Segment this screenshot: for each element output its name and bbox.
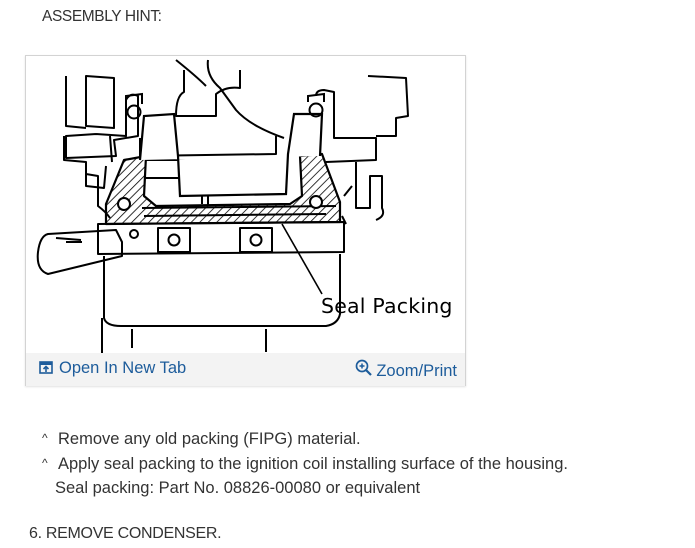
list-item: ^ Apply seal packing to the ignition coil… (42, 451, 568, 476)
seal-packing-diagram (36, 59, 409, 353)
zoom-print-label: Zoom/Print (376, 362, 457, 380)
list-item: ^ Remove any old packing (FIPG) material. (42, 426, 568, 451)
open-in-new-tab-link[interactable]: Open In New Tab (39, 359, 186, 378)
seal-packing-part-note: Seal packing: Part No. 08826-00080 or eq… (55, 479, 421, 497)
bullet-text: Remove any old packing (FIPG) material. (58, 430, 361, 448)
bullet-marker: ^ (42, 456, 48, 470)
figure-action-bar: Open In New Tab Zoom/Print (26, 353, 465, 386)
open-in-new-tab-label: Open In New Tab (59, 359, 187, 377)
seal-packing-label: Seal Packing (321, 294, 453, 318)
zoom-print-link[interactable]: Zoom/Print (355, 359, 457, 381)
zoom-in-icon (355, 359, 373, 376)
figure-card: Seal Packing Open In New Tab Zoom/Print (25, 55, 466, 386)
step-heading: 6. REMOVE CONDENSER. (29, 525, 222, 542)
bullet-text: Apply seal packing to the ignition coil … (58, 455, 568, 473)
open-new-tab-icon (39, 361, 53, 374)
assembly-hint-heading: ASSEMBLY HINT: (42, 8, 162, 25)
bullet-marker: ^ (42, 431, 48, 445)
instruction-list: ^ Remove any old packing (FIPG) material.… (42, 426, 568, 476)
